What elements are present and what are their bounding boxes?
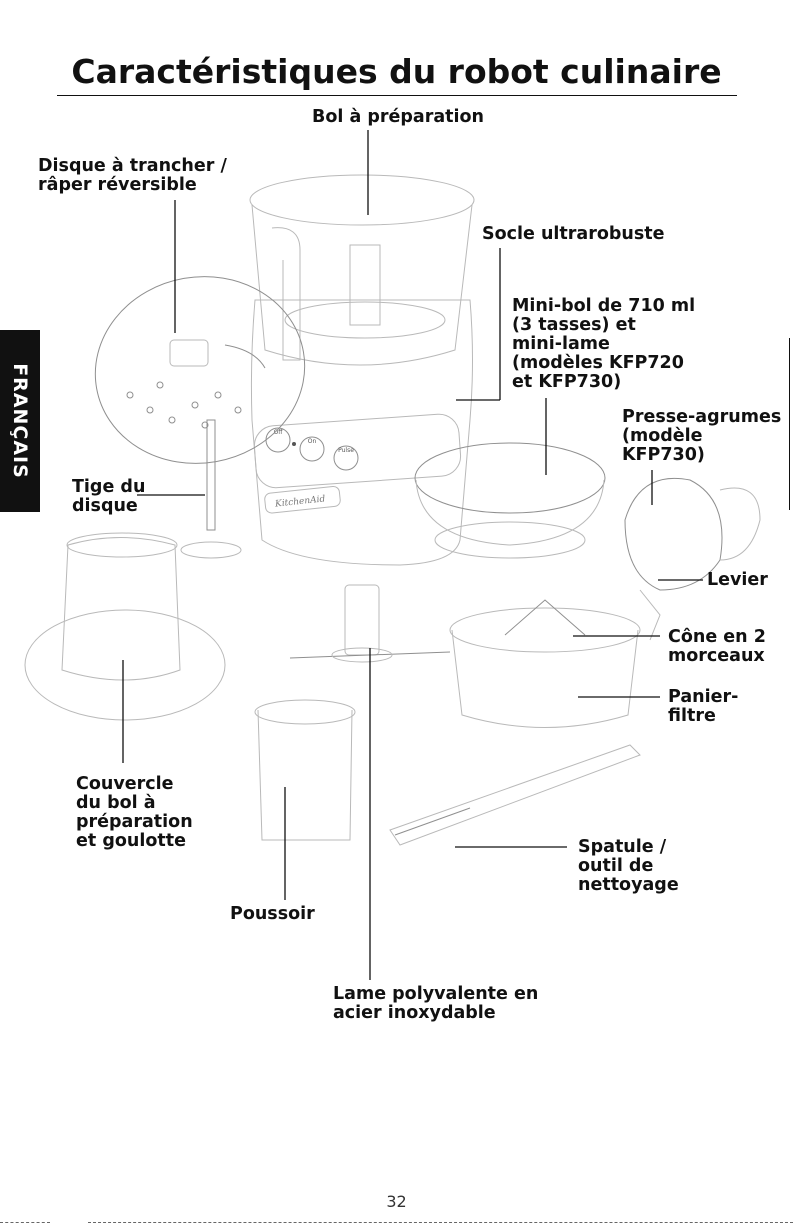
disc-stem-sketch: [180, 419, 242, 559]
label-bol: Bol à préparation: [312, 107, 485, 127]
label-tige: Tige du disque: [72, 477, 146, 516]
spatula-sketch: [389, 744, 641, 846]
leader-lines: [122, 130, 703, 980]
slicing-disc-sketch: [94, 276, 306, 464]
label-presse: Presse-agrumes (modèle KFP730): [622, 407, 782, 465]
mini-bowl-sketch: [414, 442, 606, 559]
title-rule: [57, 95, 737, 96]
language-side-tab: FRANÇAIS: [0, 330, 40, 512]
page-title: Caractéristiques du robot culinaire: [71, 52, 722, 91]
label-lame: Lame polyvalente en acier inoxydable: [333, 984, 539, 1023]
citrus-press-sketch: [624, 477, 761, 641]
label-couvercle: Couvercle du bol à préparation et goulot…: [76, 774, 193, 851]
right-margin-rule: [789, 338, 790, 510]
bottom-rule-left: [0, 1222, 50, 1223]
brand-logo: KitchenAid: [274, 494, 326, 509]
page-number: 32: [386, 1192, 407, 1211]
button-off-label: Off: [274, 429, 284, 436]
label-poussoir: Poussoir: [230, 904, 315, 924]
label-panier: Panier- filtre: [668, 687, 739, 726]
label-socle: Socle ultrarobuste: [482, 224, 665, 244]
pusher-sketch: [254, 699, 356, 841]
work-bowl-sketch: [249, 174, 475, 366]
base-sketch: [250, 299, 473, 566]
bottom-rule: [88, 1222, 793, 1223]
label-disque: Disque à trancher / râper réversible: [38, 156, 227, 195]
label-levier: Levier: [707, 570, 768, 590]
button-on-label: On: [308, 438, 317, 445]
button-pulse-label: Pulse: [338, 447, 354, 454]
strainer-basket-sketch: [449, 599, 641, 728]
lid-sketch: [24, 532, 226, 721]
control-buttons: Off On Pulse KitchenAid: [265, 427, 359, 510]
label-spatule: Spatule / outil de nettoyage: [578, 837, 679, 895]
label-cone: Cône en 2 morceaux: [668, 627, 766, 666]
label-mini-bol: Mini-bol de 710 ml (3 tasses) et mini-la…: [512, 296, 696, 392]
